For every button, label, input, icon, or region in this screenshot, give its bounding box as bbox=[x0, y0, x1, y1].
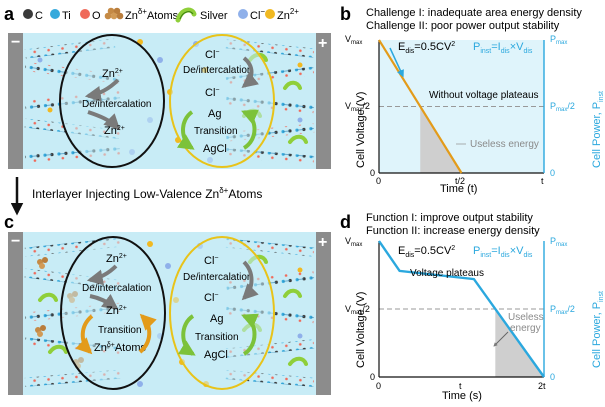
legend-ti-swatch bbox=[50, 9, 60, 19]
chart-d-useless-label-1: Useless bbox=[508, 312, 544, 323]
minus-sign: − bbox=[11, 34, 20, 51]
legend-c-swatch bbox=[23, 9, 33, 19]
chart-d-edis-label: Edis=0.5CV2 bbox=[398, 245, 455, 259]
legend-zn-atoms-label: Znδ+Atoms bbox=[125, 7, 179, 22]
intercalation-arrow-out bbox=[87, 110, 121, 131]
cl-label-bottom-2: Cl− bbox=[204, 292, 218, 304]
chart-d-useless-label-2: energy bbox=[510, 323, 541, 334]
legend-zn-swatch bbox=[265, 9, 275, 19]
legend-zn-label: Zn2+ bbox=[277, 7, 299, 22]
de-intercalation-label-left: De/intercalation bbox=[82, 99, 151, 110]
chart-d-ytick-vmax: Vmax bbox=[345, 236, 362, 248]
chart-b-down-arrow bbox=[389, 47, 404, 78]
chart-d-pinst-label: Pinst=Idis×Vdis bbox=[473, 245, 533, 259]
zn2-label-bottom-2: Zn2+ bbox=[106, 305, 127, 317]
ag-label: Ag bbox=[208, 108, 221, 120]
challenge-2-text: Challenge II: poor power output stabilit… bbox=[366, 20, 560, 32]
legend: a C Ti O Znδ+Atoms Silver Cl− Zn2+ bbox=[4, 4, 299, 24]
cl-label-2: Cl− bbox=[205, 87, 219, 99]
zn2-label-bottom-1: Zn2+ bbox=[106, 253, 127, 265]
chart-d-xlabel: Time (s) bbox=[442, 390, 482, 402]
chart-d-y2tick-zero: 0 bbox=[550, 372, 555, 382]
agcl-label: AgCl bbox=[203, 143, 227, 155]
chart-d-xtick-end: 2t bbox=[538, 381, 546, 391]
cell-diagram-top: − + bbox=[8, 33, 331, 169]
chart-b-y2tick-pmax: Pmax bbox=[550, 34, 567, 46]
transition-label-bottom-left: Transition bbox=[98, 325, 142, 336]
chart-b-edis-label: Edis=0.5CV2 bbox=[398, 41, 455, 55]
zn2-label-2: Zn2+ bbox=[104, 125, 125, 137]
legend-o-label: O bbox=[92, 10, 101, 22]
panel-label-c: c bbox=[4, 212, 14, 232]
left-electrode-bottom bbox=[8, 232, 23, 395]
right-electrode bbox=[316, 33, 331, 169]
de-intercalation-label-bottom-left: De/intercalation bbox=[82, 283, 151, 294]
cl-label-1: Cl− bbox=[205, 49, 219, 61]
chart-b: Edis=0.5CV2 Pinst=Idis×Vdis Without volt… bbox=[345, 34, 605, 195]
chart-d-xtick-mid: t bbox=[459, 381, 462, 391]
plus-sign-bottom: + bbox=[318, 234, 327, 251]
function-2-text: Function II: increase energy density bbox=[366, 225, 540, 237]
chart-b-xlabel: Time (t) bbox=[440, 183, 477, 195]
zn-atoms-label-bottom: Znδ+Atoms bbox=[94, 342, 147, 354]
transition-label-right: Transition bbox=[194, 126, 238, 137]
function-1-text: Function I: improve output stability bbox=[366, 212, 533, 224]
chart-b-plateau-note: Without voltage plateaus bbox=[429, 90, 539, 101]
ag-label-bottom: Ag bbox=[210, 313, 223, 325]
legend-ti-label: Ti bbox=[62, 10, 71, 22]
anode-region-ellipse bbox=[59, 34, 165, 168]
zn-atoms-cluster-icon bbox=[104, 7, 124, 20]
left-electrode bbox=[8, 33, 23, 169]
chart-b-xtick-end: t bbox=[541, 176, 544, 186]
challenge-1-text: Challenge I: inadequate area energy dens… bbox=[366, 7, 582, 19]
panel-label-d: d bbox=[340, 212, 351, 232]
minus-sign-bottom: − bbox=[11, 233, 20, 250]
chart-b-xtick-zero: 0 bbox=[376, 176, 381, 186]
de-intercalation-label-bottom-right: De/intercalation bbox=[183, 272, 252, 283]
transition-label-bottom-right: Transition bbox=[195, 332, 239, 343]
chart-b-ytick-vhalf: Vmax/2 bbox=[345, 101, 370, 113]
chart-b-useless-label: Useless energy bbox=[470, 139, 539, 150]
de-intercalation-label-right: De/intercalation bbox=[183, 65, 252, 76]
transition-arrow-label: Interlayer Injecting Low-Valence Znδ+Ato… bbox=[32, 186, 262, 201]
chart-b-y2tick-zero: 0 bbox=[550, 168, 555, 178]
silver-icon bbox=[175, 7, 197, 23]
chart-b-voltage-line bbox=[378, 39, 463, 174]
chart-d-voltage-line bbox=[378, 240, 545, 378]
chart-d-useless-arrow bbox=[493, 331, 509, 347]
legend-c-label: C bbox=[35, 10, 43, 22]
chart-d-ylabel: Cell Voltage (V) bbox=[355, 292, 367, 368]
chart-d: Edis=0.5CV2 Pinst=Idis×Vdis Voltage plat… bbox=[345, 236, 605, 402]
chart-d-y2tick-phalf: Pmax/2 bbox=[550, 304, 575, 316]
legend-cl-label: Cl− bbox=[250, 7, 265, 22]
panel-label-b: b bbox=[340, 4, 351, 24]
chart-d-y2label: Cell Power, Pinst bbox=[591, 291, 605, 368]
chart-b-ylabel: Cell Voltage (V) bbox=[355, 92, 367, 168]
chart-d-xtick-zero: 0 bbox=[376, 381, 381, 391]
agcl-label-bottom: AgCl bbox=[204, 349, 228, 361]
plus-sign: + bbox=[318, 35, 327, 52]
cathode-region-ellipse bbox=[169, 34, 275, 168]
legend-o-swatch bbox=[80, 9, 90, 19]
intercalation-arrow-in bbox=[84, 78, 120, 102]
chart-b-ytick-zero: 0 bbox=[370, 168, 375, 178]
chart-b-xtick-mid: t/2 bbox=[455, 176, 465, 186]
panel-label-a: a bbox=[4, 4, 15, 24]
chart-d-ytick-zero: 0 bbox=[370, 372, 375, 382]
cl-label-bottom-1: Cl− bbox=[204, 255, 218, 267]
legend-cl-swatch bbox=[238, 9, 248, 19]
chart-b-y2label: Cell Power, Pinst bbox=[591, 91, 605, 168]
chart-d-y2tick-pmax: Pmax bbox=[550, 236, 567, 248]
cell-diagram-bottom: − + bbox=[8, 232, 331, 395]
legend-silver-label: Silver bbox=[200, 10, 228, 22]
zn2-label-1: Zn2+ bbox=[102, 68, 123, 80]
chart-b-ytick-vmax: Vmax bbox=[345, 34, 362, 46]
chart-b-pinst-label: Pinst=Idis×Vdis bbox=[473, 41, 533, 55]
transition-arrow: Interlayer Injecting Low-Valence Znδ+Ato… bbox=[10, 177, 262, 216]
chart-d-ytick-vhalf: Vmax/2 bbox=[345, 304, 370, 316]
chart-d-plateau-note: Voltage plateaus bbox=[410, 268, 484, 279]
right-electrode-bottom bbox=[316, 232, 331, 395]
chart-b-y2tick-phalf: Pmax/2 bbox=[550, 101, 575, 113]
